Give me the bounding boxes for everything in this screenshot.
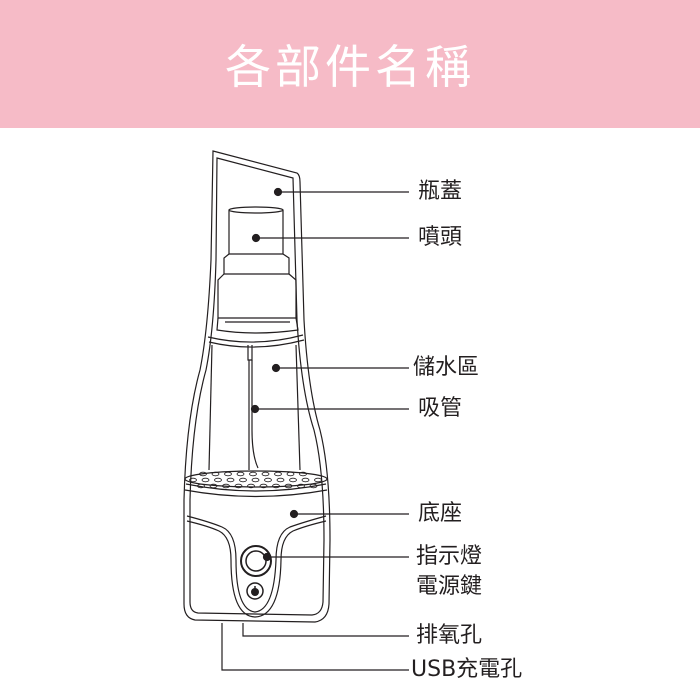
- mist-hole: [261, 471, 270, 477]
- label-indicator: 指示燈: [416, 544, 483, 569]
- mist-hole: [211, 471, 220, 477]
- mist-hole: [284, 483, 293, 489]
- mist-hole: [301, 477, 310, 483]
- label-vent: 排氧孔: [416, 623, 483, 648]
- mist-hole: [259, 483, 268, 489]
- mist-hole: [297, 483, 305, 489]
- mist-hole: [226, 477, 235, 483]
- mist-hole: [274, 471, 282, 477]
- indicator-button: [240, 545, 272, 577]
- label-base: 底座: [418, 501, 463, 526]
- header-banner: 各部件名稱: [0, 0, 700, 128]
- mist-hole: [289, 477, 297, 483]
- mist-hole: [214, 477, 222, 483]
- label-reservoir: 儲水區: [413, 355, 480, 380]
- mist-hole: [276, 477, 285, 483]
- label-straw: 吸管: [418, 396, 463, 421]
- device-outline: [183, 150, 331, 623]
- mist-hole: [224, 471, 232, 477]
- mist-hole: [197, 483, 205, 489]
- label-usb: USB充電孔: [411, 657, 523, 682]
- mist-hole: [209, 483, 218, 489]
- power-icon: [246, 582, 264, 600]
- mist-hole: [239, 477, 247, 483]
- mist-hole: [309, 483, 318, 489]
- mist-grid: [184, 470, 328, 498]
- mist-hole: [236, 471, 245, 477]
- label-nozzle: 噴頭: [418, 225, 463, 250]
- mist-hole: [314, 477, 322, 483]
- mist-hole: [251, 477, 260, 483]
- mist-hole: [272, 483, 280, 489]
- mist-hole: [199, 471, 207, 477]
- label-cap: 瓶蓋: [418, 179, 463, 204]
- mist-hole: [201, 477, 210, 483]
- nozzle-drawing: [216, 206, 299, 334]
- mist-hole: [286, 471, 295, 477]
- reservoir-lines: [208, 344, 301, 471]
- mist-hole: [249, 471, 257, 477]
- leader-lines: [221, 187, 409, 671]
- straw-drawing: [247, 345, 259, 470]
- mist-hole: [264, 477, 272, 483]
- label-power: 電源鍵: [416, 574, 483, 599]
- mist-hole: [234, 483, 243, 489]
- page-title: 各部件名稱: [225, 40, 475, 94]
- mist-hole: [189, 477, 197, 483]
- base-panel: [186, 515, 327, 618]
- mist-hole: [247, 483, 255, 489]
- mist-hole: [222, 483, 230, 489]
- cap-divider: [207, 334, 305, 348]
- mist-hole: [299, 471, 307, 477]
